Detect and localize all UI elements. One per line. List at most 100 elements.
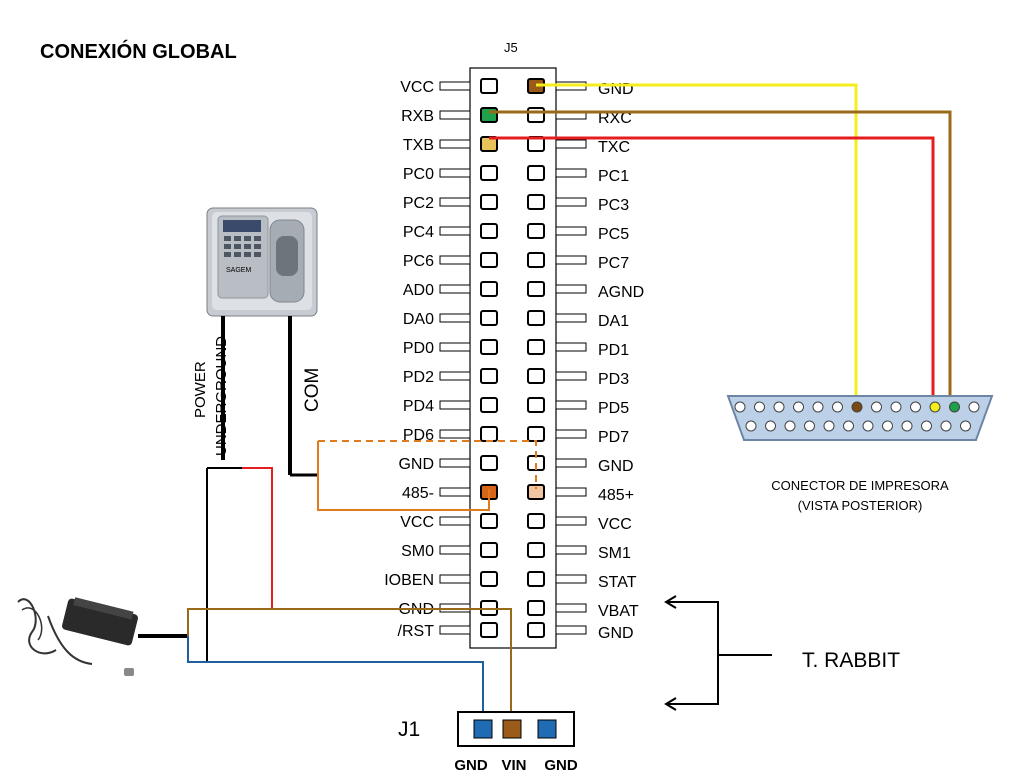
rs485-minus-wire [317, 441, 490, 511]
pin-stub-left [439, 574, 471, 584]
pin-stub-left [439, 168, 471, 178]
pin-stub-left [439, 400, 471, 410]
pin-pad-right [527, 600, 545, 616]
db25-hole [901, 420, 913, 432]
diagram-title: CONEXIÓN GLOBAL [40, 39, 237, 63]
db25-hole [804, 420, 815, 432]
reader-brand: SAGEM [226, 267, 251, 274]
db25-hole [793, 401, 804, 413]
pin-label-left: RXB [401, 108, 434, 125]
pin-stub-right [555, 516, 587, 526]
rs485-plus-wire [318, 440, 537, 489]
pin-stub-left [439, 625, 471, 635]
pin-stub-left [439, 197, 471, 207]
j1-pin-label-2: VIN [501, 757, 526, 774]
pin-stub-right [555, 574, 587, 584]
db25-hole [968, 401, 980, 413]
db25-hole [960, 420, 971, 432]
pin-stub-right [555, 429, 587, 439]
pin-stub-left [439, 458, 471, 468]
pin-label-left: PC0 [403, 166, 434, 183]
pin-label-left: PD2 [403, 369, 434, 386]
pin-stub-right [555, 458, 587, 468]
pin-pad-left [480, 107, 498, 123]
pin-stub-left [439, 342, 471, 352]
vin-brown-wire [187, 608, 512, 722]
pin-label-left: PC6 [403, 253, 434, 270]
pin-pad-right [527, 310, 545, 326]
pin-stub-left [439, 313, 471, 323]
pin-label-right: PD5 [598, 400, 629, 417]
underground-label: UNDERGROUND [213, 336, 230, 456]
gnd-blue-wire [187, 636, 484, 722]
db25-hole [745, 420, 757, 432]
pin-stub-left [439, 110, 471, 120]
pin-label-right: PD3 [598, 371, 629, 388]
pin-pad-right [527, 339, 545, 355]
db25-hole [734, 401, 746, 413]
pin-stub-right [555, 226, 587, 236]
db25-hole [851, 401, 863, 413]
j1-label: J1 [398, 718, 420, 741]
pin-label-right: SM1 [598, 545, 631, 562]
db25-hole [940, 420, 952, 432]
pin-pad-right [527, 368, 545, 384]
db25-hole [929, 401, 941, 413]
pin-stub-right [555, 545, 587, 555]
pin-label-right: DA1 [598, 313, 629, 330]
pin-pad-right [527, 281, 545, 297]
brown-rx-wire [489, 110, 952, 404]
pin-pad-left [480, 252, 498, 268]
pin-stub-left [439, 81, 471, 91]
pin-pad-right [527, 513, 545, 529]
db25-hole [773, 401, 785, 413]
pin-pad-left [480, 622, 498, 638]
db25-hole [890, 401, 902, 413]
pin-pad-left [480, 513, 498, 529]
red-tx-wire [489, 136, 935, 404]
pin-label-left: AD0 [403, 282, 434, 299]
pin-label-right: AGND [598, 284, 644, 301]
db25-hole [921, 420, 932, 432]
j1-pin-vin [502, 719, 522, 739]
pin-label-left: TXB [403, 137, 434, 154]
pin-label-left: PC2 [403, 195, 434, 212]
pin-label-right: PC7 [598, 255, 629, 272]
pin-label-right: PC1 [598, 168, 629, 185]
pin-label-right: RXC [598, 110, 632, 127]
yellow-gnd-wire [536, 83, 858, 404]
db25-hole [754, 401, 765, 413]
pin-label-right: PD7 [598, 429, 629, 446]
printer-connector [726, 395, 994, 441]
pin-label-left: VCC [400, 514, 434, 531]
power-adapter-icon [17, 597, 188, 676]
pin-pad-left [480, 339, 498, 355]
red-power-wire [242, 467, 273, 609]
pin-label-right: GND [598, 625, 634, 642]
pin-label-right: TXC [598, 139, 630, 156]
fingerprint-reader-icon: SAGEM [206, 207, 318, 317]
pin-pad-right [527, 426, 545, 442]
rabbit-label: T. RABBIT [802, 649, 900, 672]
pin-label-right: PC5 [598, 226, 629, 243]
db25-hole [910, 401, 921, 413]
db25-hole [949, 401, 960, 413]
pin-pad-right [527, 542, 545, 558]
pin-stub-right [555, 603, 587, 613]
db25-hole [765, 420, 776, 432]
pin-label-right: VBAT [598, 603, 639, 620]
pin-pad-right [527, 252, 545, 268]
pin-pad-right [527, 571, 545, 587]
pin-stub-right [555, 487, 587, 497]
pin-label-left: PC4 [403, 224, 434, 241]
rabbit-bracket [664, 595, 772, 711]
pin-pad-left [480, 368, 498, 384]
pin-label-right: 485+ [598, 487, 634, 504]
pin-label-left: PD4 [403, 398, 434, 415]
pin-stub-right [555, 342, 587, 352]
pin-pad-right [527, 223, 545, 239]
pin-pad-left [480, 426, 498, 442]
pin-pad-left [480, 223, 498, 239]
pin-label-right: GND [598, 458, 634, 475]
